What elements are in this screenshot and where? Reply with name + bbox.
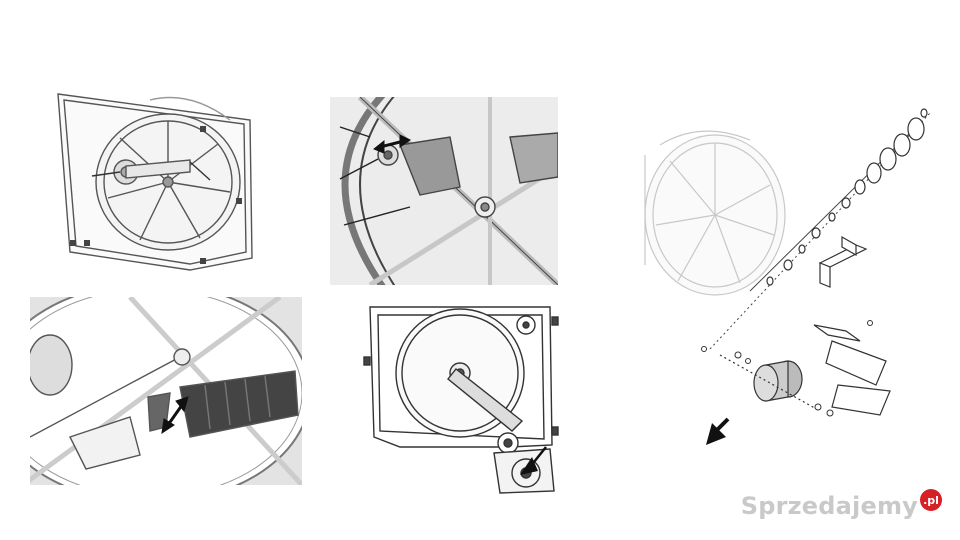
exploded-parts-drawing [644,108,931,445]
sprzedajemy-watermark: Sprzedajemy .pl [740,489,942,520]
motor-mount-drawing [30,297,302,485]
belt-tension-drawing [339,97,558,285]
watermark-brand-text: Sprzedajemy [740,492,918,520]
belt-tension-closeup-figure [330,97,558,285]
exploded-parts-view-figure [620,95,950,465]
motor-mount-closeup-figure [30,297,302,485]
pulley-belt-side-view-figure [360,297,580,497]
fan-housing-drawing [57,93,253,271]
watermark-pl-badge: .pl [920,489,942,511]
pulley-belt-drawing [363,306,559,494]
fan-housing-overview-figure [40,80,280,280]
